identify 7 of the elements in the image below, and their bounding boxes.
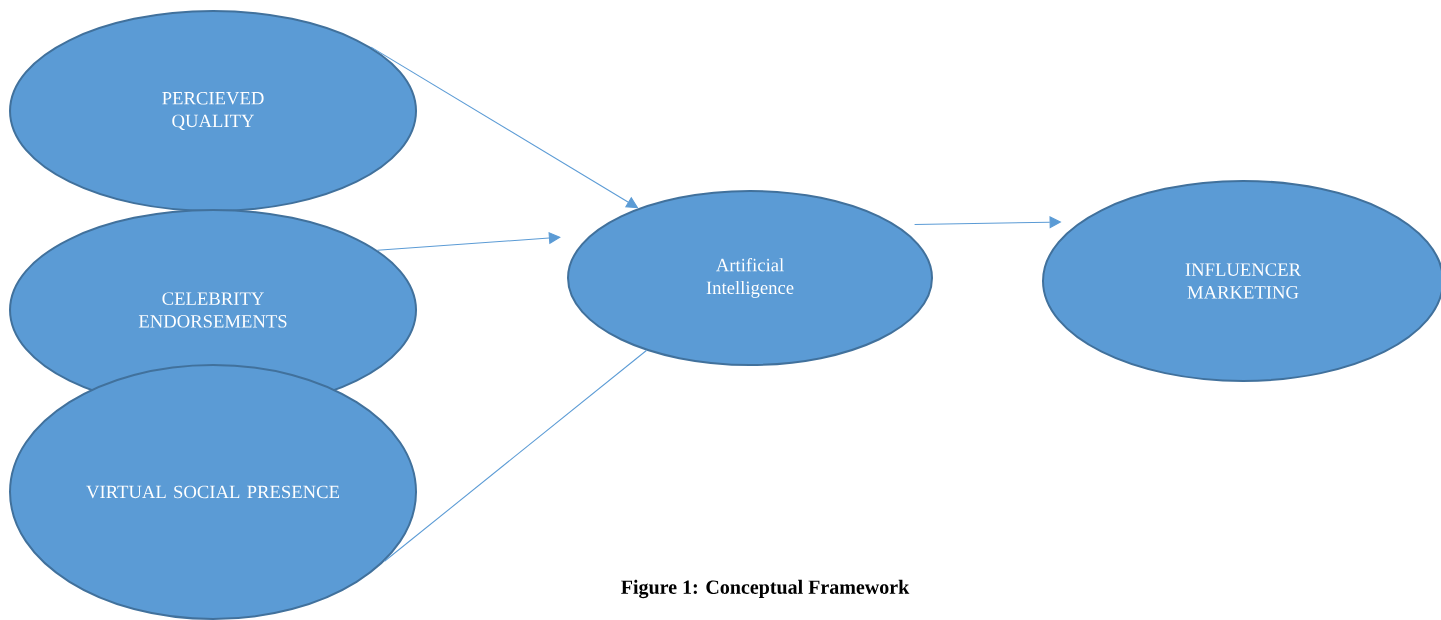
node-label: VIRTUAL SOCIAL PRESENCE bbox=[86, 485, 340, 499]
ellipse-node: PERCIEVED QUALITY bbox=[9, 10, 417, 212]
caption: Figure 1: Conceptual Framework bbox=[621, 579, 910, 599]
ellipse-node: INFLUENCER MARKETING bbox=[1042, 180, 1441, 382]
ellipse-node: Artificial Intelligence bbox=[567, 190, 933, 366]
ellipse-node: VIRTUAL SOCIAL PRESENCE bbox=[9, 364, 417, 620]
arrow bbox=[376, 231, 561, 251]
